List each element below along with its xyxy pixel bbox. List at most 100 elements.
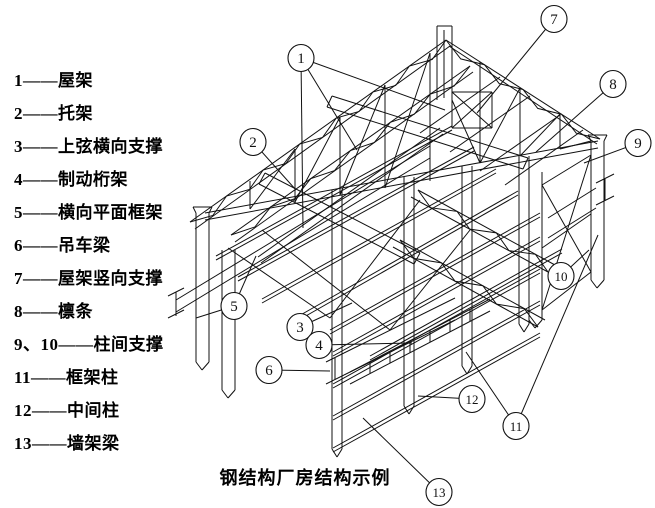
truss-web-zigzag <box>189 39 447 223</box>
member-line <box>590 279 598 289</box>
member-line <box>326 106 524 170</box>
callout-number-10: 10 <box>555 269 568 284</box>
callout-number-9: 9 <box>634 136 642 152</box>
member-line <box>258 183 415 265</box>
callout-leader-line-1 <box>300 57 446 111</box>
member-line <box>523 323 530 333</box>
member-line <box>541 271 592 311</box>
callout-circle-8 <box>599 69 627 99</box>
legend-item-13: 13——墙架梁 <box>14 434 120 453</box>
callout-leader-line-8 <box>535 83 614 153</box>
member-line <box>331 95 529 159</box>
member-line <box>208 206 213 214</box>
legend-item-11: 11——框架柱 <box>14 368 119 387</box>
figure-caption: 钢结构厂房结构示例 <box>219 468 391 488</box>
member-line <box>332 272 541 389</box>
member-line <box>369 252 563 361</box>
callout-number-5: 5 <box>230 299 238 315</box>
callout-circle-5 <box>220 291 248 321</box>
member-line <box>204 147 599 221</box>
member-line <box>326 95 333 108</box>
member-line <box>461 365 468 375</box>
callout-number-3: 3 <box>296 320 304 336</box>
member-line <box>234 71 474 243</box>
member-line <box>595 173 615 184</box>
legend-item-4: 4——制动桁架 <box>14 170 128 189</box>
callout-leader-line-1 <box>300 57 358 151</box>
member-line <box>559 140 592 150</box>
callout-circle-2 <box>239 127 267 157</box>
callout-circle-4 <box>305 330 333 360</box>
callout-circle-7 <box>540 4 568 34</box>
legend-item-7: 7——屋架竖向支撑 <box>14 269 163 288</box>
callout-number-2: 2 <box>249 135 257 151</box>
callout-leader-line-4 <box>318 342 413 346</box>
member-line <box>221 389 229 399</box>
member-line <box>332 304 541 421</box>
member-line <box>215 129 453 261</box>
member-line <box>596 279 605 289</box>
callout-leader-line-11 <box>515 234 599 427</box>
legend-item-8: 8——檩条 <box>14 302 93 321</box>
truss-web-zigzag <box>445 39 601 140</box>
member-line <box>175 157 431 313</box>
member-line <box>336 448 343 458</box>
member-line <box>479 87 521 164</box>
member-line <box>384 52 431 189</box>
member-line <box>332 240 541 357</box>
member-line <box>329 199 421 319</box>
callout-circle-11 <box>502 411 530 441</box>
member-line <box>332 300 541 417</box>
callout-circle-13 <box>425 477 453 507</box>
truss-web-zigzag <box>399 239 539 328</box>
callout-circle-1 <box>287 43 315 73</box>
member-line <box>451 99 481 164</box>
member-line <box>237 150 475 282</box>
member-line <box>227 247 331 319</box>
member-line <box>332 336 541 453</box>
member-line <box>237 146 475 278</box>
member-line <box>541 213 592 249</box>
callout-leader-line-7 <box>476 18 555 114</box>
member-line <box>392 246 539 328</box>
member-line <box>227 389 236 399</box>
member-line <box>215 125 453 257</box>
callout-circle-6 <box>255 355 283 385</box>
member-line <box>261 229 391 331</box>
member-line <box>369 248 563 357</box>
member-line <box>204 140 599 214</box>
callout-leader-line-13 <box>362 417 440 493</box>
callout-number-7: 7 <box>550 12 558 28</box>
callout-number-11: 11 <box>510 419 523 434</box>
member-line <box>519 113 561 157</box>
legend-item-3: 3——上弦横向支撑 <box>14 137 163 156</box>
member-line <box>189 39 447 223</box>
member-line <box>349 310 491 385</box>
legend-item-12: 12——中间柱 <box>14 401 120 420</box>
member-line <box>325 352 345 363</box>
member-line <box>339 84 386 196</box>
callout-number-4: 4 <box>315 338 323 354</box>
callout-circle-3 <box>286 312 314 342</box>
truss-web-zigzag <box>230 65 471 236</box>
member-line <box>349 298 491 373</box>
member-line <box>329 216 541 335</box>
member-line <box>547 207 597 239</box>
callout-number-13: 13 <box>433 485 446 500</box>
member-line <box>522 157 529 170</box>
legend-item-9-10: 9、10——柱间支撑 <box>14 335 164 354</box>
member-line <box>451 91 493 129</box>
callout-number-8: 8 <box>609 77 617 93</box>
member-line <box>332 332 541 449</box>
legend-item-5: 5——横向平面框架 <box>14 203 163 222</box>
callout-number-12: 12 <box>466 392 479 407</box>
member-line <box>528 319 536 329</box>
truss-zigzag-webs <box>189 39 601 328</box>
callout-number-1: 1 <box>297 51 305 67</box>
member-line <box>249 148 296 210</box>
member-line <box>547 187 597 219</box>
member-line <box>332 236 541 353</box>
